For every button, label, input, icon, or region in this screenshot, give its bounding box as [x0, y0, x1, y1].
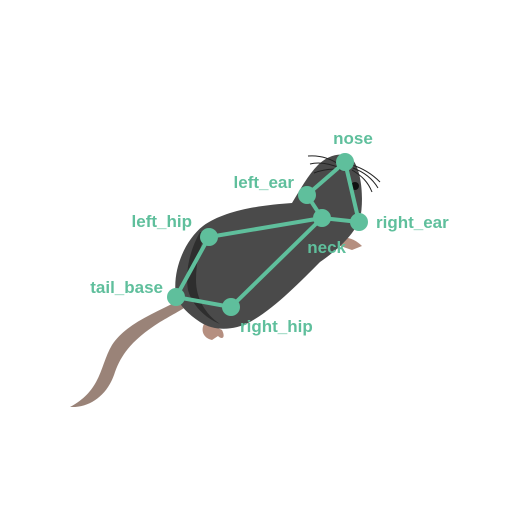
keypoint-label-right-ear: right_ear	[376, 213, 449, 232]
keypoint-left-ear	[298, 186, 316, 204]
keypoint-right-ear	[350, 213, 368, 231]
keypoint-label-nose: nose	[333, 129, 373, 148]
skeleton-edge-neck-left_hip	[207, 216, 324, 239]
keypoint-label-tail-base: tail_base	[90, 278, 163, 297]
skeleton-edge-neck-right_hip	[229, 216, 324, 309]
keypoint-markers	[167, 153, 368, 316]
skeleton-edge-nose-right_ear	[343, 160, 361, 224]
keypoint-label-neck: neck	[307, 238, 346, 257]
keypoint-label-right-hip: right_hip	[240, 317, 313, 336]
keypoint-label-left-hip: left_hip	[132, 212, 192, 231]
keypoint-tail-base	[167, 288, 185, 306]
keypoint-left-hip	[200, 228, 218, 246]
keypoint-nose	[336, 153, 354, 171]
mouse-tail	[70, 300, 190, 408]
keypoint-neck	[313, 209, 331, 227]
keypoint-right-hip	[222, 298, 240, 316]
keypoint-label-left-ear: left_ear	[234, 173, 295, 192]
skeleton-edge-right_hip-tail_base	[174, 295, 233, 309]
mouse-back-paw	[202, 322, 224, 340]
skeleton-edge-left_hip-tail_base	[174, 235, 211, 299]
